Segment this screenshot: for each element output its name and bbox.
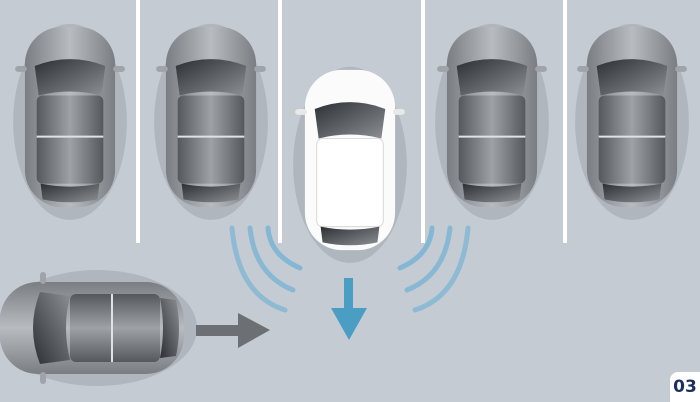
- figure-number-badge: 03: [670, 372, 700, 402]
- parked-car-icon: [153, 22, 269, 221]
- own-car-icon: [292, 66, 408, 264]
- traffic-direction-arrow-icon: [196, 313, 270, 348]
- parking-lines: [136, 0, 567, 243]
- sensor-wave-icon: [229, 225, 471, 313]
- cross-traffic-car-icon: [0, 269, 198, 387]
- parked-car-icon: [574, 22, 690, 221]
- parked-car-icon: [12, 22, 128, 221]
- parked-car-icon: [434, 22, 550, 221]
- reverse-arrow-icon: [331, 278, 367, 340]
